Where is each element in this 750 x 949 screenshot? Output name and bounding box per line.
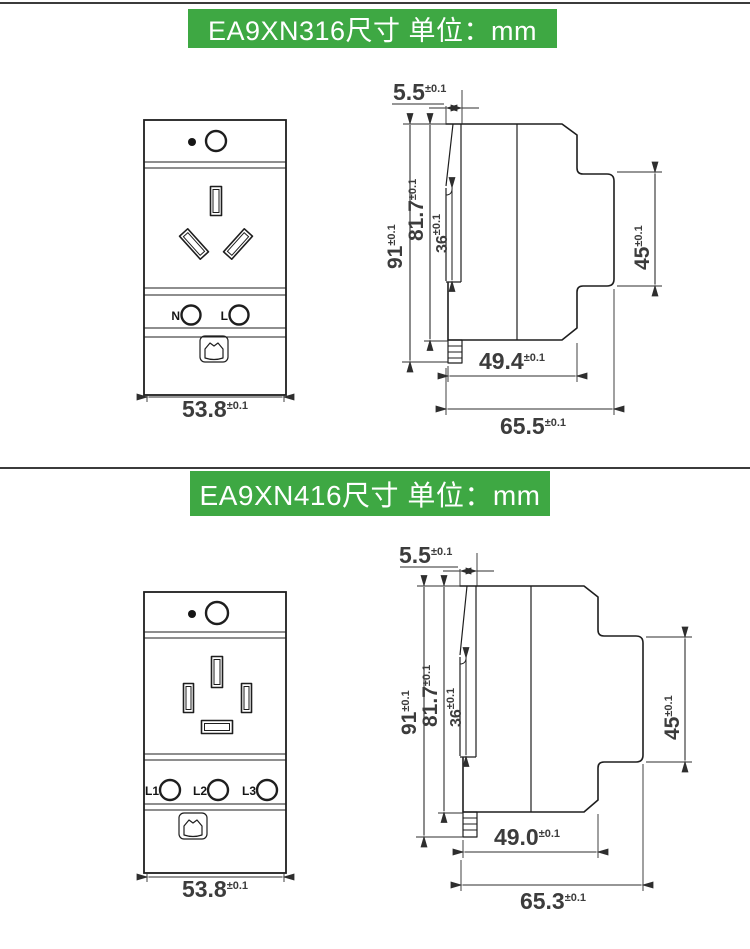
terminal-l-screw xyxy=(228,304,250,326)
section-divider-line xyxy=(0,467,750,469)
socket-right-slot xyxy=(222,228,254,260)
side-front-recess xyxy=(459,585,477,758)
dim-total-depth: 65.3±0.1 xyxy=(450,764,654,914)
svg-text:53.8±0.1: 53.8±0.1 xyxy=(182,876,248,902)
dim-front-width: 53.8±0.1 xyxy=(136,393,295,422)
dim-clip-depth: 5.5±0.1 xyxy=(392,79,479,124)
dim-recess-height: 36±0.1 xyxy=(431,177,456,292)
socket-right-slot xyxy=(240,682,253,714)
svg-text:36±0.1: 36±0.1 xyxy=(431,214,451,253)
svg-text:45±0.1: 45±0.1 xyxy=(661,695,684,740)
section1-title: EA9XN316尺寸 单位：mm xyxy=(207,16,538,46)
svg-text:65.3±0.1: 65.3±0.1 xyxy=(520,888,586,914)
terminal-l2-screw xyxy=(206,778,230,802)
socket-earth-slot xyxy=(209,185,223,217)
terminal-l: L xyxy=(221,304,250,326)
svg-text:91±0.1: 91±0.1 xyxy=(398,690,421,735)
section2-title: EA9XN416尺寸 单位：mm xyxy=(199,479,541,511)
svg-text:65.5±0.1: 65.5±0.1 xyxy=(500,413,566,439)
section2-title-banner: EA9XN416尺寸 单位：mm xyxy=(190,471,550,516)
terminal-l1-screw xyxy=(158,778,182,802)
svg-text:81.7±0.1: 81.7±0.1 xyxy=(419,665,442,727)
front-section-dividers xyxy=(144,161,286,338)
dim-rail-height: 45±0.1 xyxy=(617,161,662,297)
dim-body-height: 81.7±0.1 xyxy=(405,113,448,351)
dim-body-height: 81.7±0.1 xyxy=(419,575,463,823)
front-section-dividers xyxy=(144,631,286,811)
side-hook-detail xyxy=(445,185,453,196)
din-clip xyxy=(178,812,208,840)
terminal-n-label: N xyxy=(171,309,180,323)
din-clip xyxy=(199,335,229,363)
test-button xyxy=(204,129,228,153)
terminal-l1: L1 xyxy=(145,778,182,802)
svg-text:36±0.1: 36±0.1 xyxy=(445,688,465,727)
dim-body-depth: 49.4±0.1 xyxy=(437,343,588,382)
side-view-416: 5.5±0.1 91±0.1 81.7±0.1 36 xyxy=(398,542,692,914)
front-view-316: N L 53.8±0.1 xyxy=(136,119,295,422)
section2-drawing: L1 L2 L3 53.8±0.1 xyxy=(136,542,692,914)
svg-text:81.7±0.1: 81.7±0.1 xyxy=(405,179,428,241)
svg-text:91±0.1: 91±0.1 xyxy=(384,224,407,269)
front-body xyxy=(143,591,287,874)
terminal-l2-label: L2 xyxy=(193,784,207,798)
dim-front-width: 53.8±0.1 xyxy=(136,873,295,902)
side-view-316: 5.5±0.1 91±0.1 81.7±0.1 36 xyxy=(384,79,662,439)
dim-rail-height: 45±0.1 xyxy=(646,626,692,773)
side-hook-detail xyxy=(459,654,467,665)
dim-total-height: 91±0.1 xyxy=(384,113,448,373)
dim-total-depth: 65.5±0.1 xyxy=(435,289,625,439)
svg-text:5.5±0.1: 5.5±0.1 xyxy=(393,79,446,105)
socket-earth-slot xyxy=(210,655,224,689)
side-outline xyxy=(459,585,644,813)
front-body xyxy=(143,119,287,396)
side-outline xyxy=(445,123,615,341)
terminal-n: N xyxy=(171,304,202,326)
side-rail-latch xyxy=(447,339,463,364)
section1-drawing: N L 53.8±0.1 xyxy=(136,79,662,439)
indicator-led xyxy=(188,138,196,146)
dim-recess-height: 36±0.1 xyxy=(445,647,470,767)
svg-text:53.8±0.1: 53.8±0.1 xyxy=(182,396,248,422)
top-divider-line xyxy=(0,2,750,4)
terminal-l1-label: L1 xyxy=(145,784,159,798)
socket-bottom-slot xyxy=(200,719,234,735)
socket-left-slot xyxy=(178,228,210,260)
svg-text:5.5±0.1: 5.5±0.1 xyxy=(399,542,452,568)
terminal-l2: L2 xyxy=(193,778,230,802)
terminal-l3: L3 xyxy=(242,778,279,802)
side-front-recess xyxy=(445,123,462,283)
terminal-n-screw xyxy=(180,304,202,326)
terminal-l3-label: L3 xyxy=(242,784,256,798)
svg-text:45±0.1: 45±0.1 xyxy=(631,225,654,270)
terminal-l3-screw xyxy=(255,778,279,802)
section1-title-banner: EA9XN316尺寸 单位：mm xyxy=(188,9,557,48)
test-button xyxy=(204,600,230,626)
dim-clip-depth: 5.5±0.1 xyxy=(399,542,494,586)
indicator-led xyxy=(188,610,196,618)
svg-text:49.0±0.1: 49.0±0.1 xyxy=(494,824,560,850)
side-rail-latch xyxy=(462,811,478,838)
dim-body-depth: 49.0±0.1 xyxy=(452,814,609,858)
front-view-416: L1 L2 L3 53.8±0.1 xyxy=(136,591,295,902)
socket-left-slot xyxy=(182,682,195,714)
dim-total-height: 91±0.1 xyxy=(398,575,463,848)
svg-text:49.4±0.1: 49.4±0.1 xyxy=(479,348,545,374)
terminal-l-label: L xyxy=(221,309,228,323)
